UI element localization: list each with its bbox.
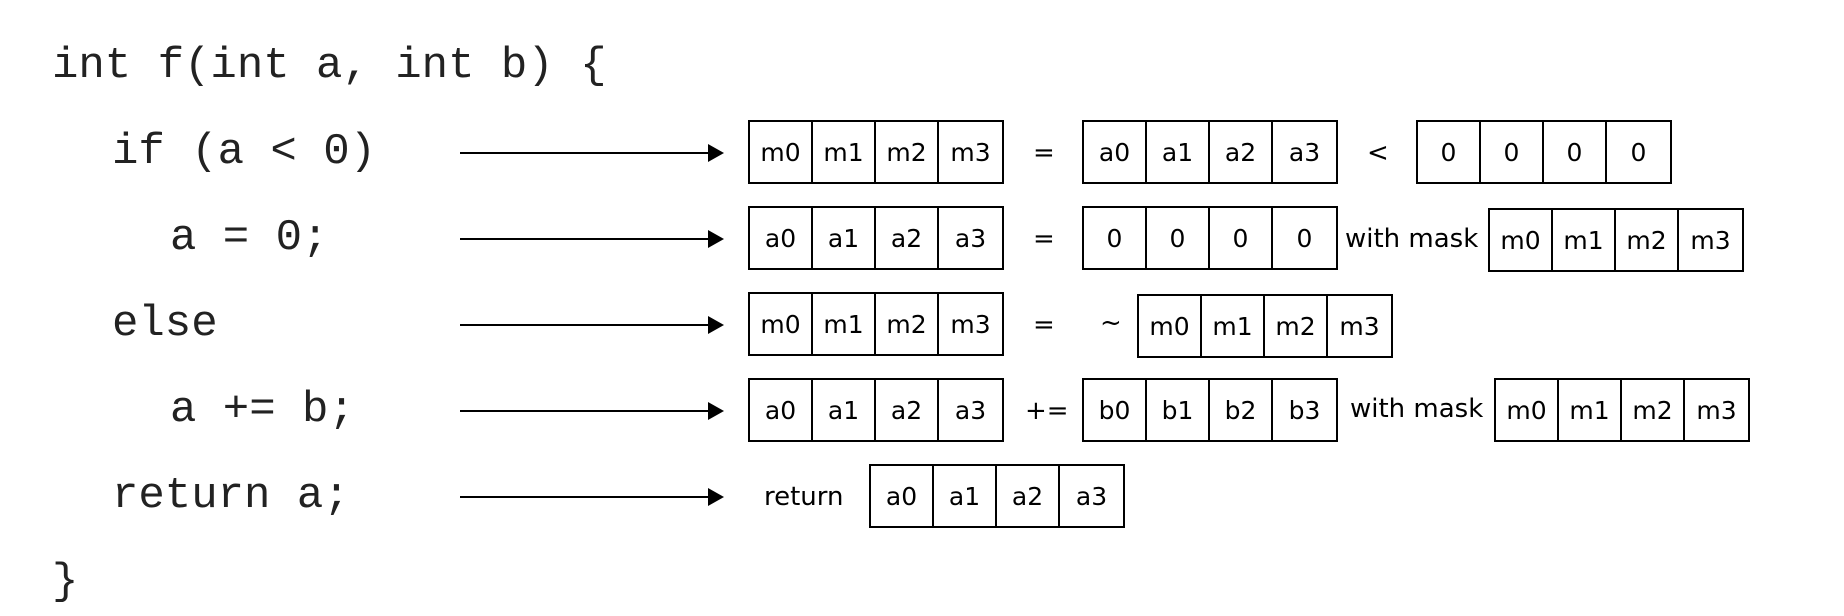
register-cell: m1 (1553, 210, 1616, 270)
register-zero: 0 0 0 0 (1082, 206, 1338, 270)
operator-assign: = (1033, 224, 1055, 254)
register-mask: m0 m1 m2 m3 (748, 292, 1004, 356)
register-cell: 0 (1544, 122, 1607, 182)
register-cell: 0 (1084, 208, 1147, 268)
register-cell: b3 (1288, 395, 1321, 425)
register-cell: a2 (997, 466, 1060, 526)
register-cell: b2 (1210, 380, 1273, 440)
register-cell: m2 (1616, 210, 1679, 270)
register-cell: m3 (950, 309, 991, 339)
with-mask-label: with mask (1345, 224, 1479, 254)
operator-not: ~ (1100, 308, 1122, 338)
register-cell: a2 (1210, 122, 1273, 182)
register-cell: m0 (750, 294, 813, 354)
register-cell: a0 (871, 466, 934, 526)
register-cell: m3 (1696, 395, 1737, 425)
register-cell: m1 (1559, 380, 1622, 440)
operator-assign: = (1033, 138, 1055, 168)
register-cell: a3 (1288, 137, 1321, 167)
register-cell: 0 (1147, 208, 1210, 268)
arrow-row-5 (460, 488, 724, 506)
register-cell: m1 (1202, 296, 1265, 356)
register-cell: a1 (934, 466, 997, 526)
register-cell: 0 (1481, 122, 1544, 182)
register-cell: m2 (876, 122, 939, 182)
register-cell: m3 (950, 137, 991, 167)
register-cell: a3 (954, 395, 987, 425)
register-cell: 0 (1296, 223, 1313, 253)
register-cell: m2 (876, 294, 939, 354)
code-line-if: if (a < 0) (112, 127, 377, 177)
register-cell: m3 (1339, 311, 1380, 341)
arrow-row-4 (460, 402, 724, 420)
register-zero: 0 0 0 0 (1416, 120, 1672, 184)
register-cell: 0 (1630, 137, 1647, 167)
register-mask: m0 m1 m2 m3 (1494, 378, 1750, 442)
register-b: b0 b1 b2 b3 (1082, 378, 1338, 442)
code-line-signature: int f(int a, int b) { (52, 41, 607, 91)
register-a: a0 a1 a2 a3 (748, 206, 1004, 270)
arrow-row-3 (460, 316, 724, 334)
register-cell: a1 (1147, 122, 1210, 182)
register-cell: 0 (1210, 208, 1273, 268)
register-a: a0 a1 a2 a3 (1082, 120, 1338, 184)
arrow-row-2 (460, 230, 724, 248)
register-cell: a0 (750, 380, 813, 440)
code-line-else: else (112, 299, 218, 349)
register-mask: m0 m1 m2 m3 (748, 120, 1004, 184)
code-line-assign: a = 0; (170, 213, 329, 263)
register-cell: m3 (1690, 225, 1731, 255)
register-a: a0 a1 a2 a3 (869, 464, 1125, 528)
register-cell: 0 (1418, 122, 1481, 182)
register-cell: a2 (876, 208, 939, 268)
register-cell: m2 (1265, 296, 1328, 356)
code-line-return: return a; (112, 471, 350, 521)
operator-assign: = (1033, 310, 1055, 340)
register-cell: m1 (813, 294, 876, 354)
register-cell: a3 (1075, 481, 1108, 511)
register-cell: a0 (750, 208, 813, 268)
register-cell: m2 (1622, 380, 1685, 440)
register-mask: m0 m1 m2 m3 (1137, 294, 1393, 358)
register-cell: b0 (1084, 380, 1147, 440)
operator-less-than: < (1367, 138, 1389, 168)
register-cell: a1 (813, 380, 876, 440)
code-line-close: } (52, 557, 79, 607)
register-cell: m0 (1139, 296, 1202, 356)
register-cell: a1 (813, 208, 876, 268)
register-cell: a0 (1084, 122, 1147, 182)
register-cell: a2 (876, 380, 939, 440)
return-label: return (764, 482, 844, 512)
register-cell: m0 (750, 122, 813, 182)
register-cell: a3 (954, 223, 987, 253)
register-cell: b1 (1147, 380, 1210, 440)
register-cell: m0 (1490, 210, 1553, 270)
with-mask-label: with mask (1350, 394, 1484, 424)
operator-add-assign: += (1025, 396, 1069, 426)
arrow-row-1 (460, 144, 724, 162)
register-cell: m1 (813, 122, 876, 182)
register-cell: m0 (1496, 380, 1559, 440)
code-line-add: a += b; (170, 385, 355, 435)
register-mask: m0 m1 m2 m3 (1488, 208, 1744, 272)
register-a: a0 a1 a2 a3 (748, 378, 1004, 442)
